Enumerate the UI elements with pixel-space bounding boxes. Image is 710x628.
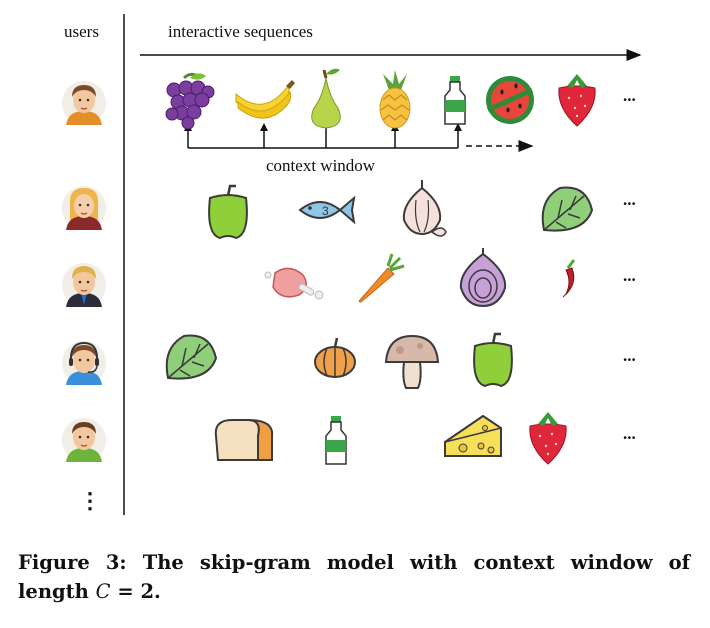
grapes-icon — [165, 72, 215, 130]
mushroom-icon — [384, 334, 440, 389]
chili-icon — [562, 259, 576, 298]
lettuce-leaf-icon — [165, 334, 218, 380]
watermelon-icon — [486, 76, 534, 124]
user-avatar-4 — [62, 341, 106, 385]
interactive-sequences-label: interactive sequences — [168, 22, 313, 41]
more-users-ellipsis: ⋮ — [79, 488, 101, 513]
caption-math-var: C — [95, 580, 111, 603]
meat-icon — [264, 267, 324, 300]
pear-icon — [311, 68, 341, 129]
lettuce-leaf-icon — [541, 186, 594, 232]
row-1-ellipsis: ... — [623, 86, 636, 105]
garlic-icon — [402, 180, 447, 237]
caption-text: Figure 3: The skip-gram model with conte… — [18, 551, 690, 603]
skip-gram-diagram: 3 — [61, 14, 642, 515]
strawberry-icon — [529, 412, 567, 465]
user-avatar-1 — [61, 80, 107, 126]
user-avatar-5 — [62, 418, 106, 462]
cheese-icon — [444, 414, 502, 457]
milk-bottle-icon — [444, 76, 466, 125]
banana-icon — [235, 80, 295, 119]
user-avatar-3 — [62, 263, 106, 307]
figure-caption: Figure 3: The skip-gram model with conte… — [18, 548, 690, 606]
onion-icon — [459, 248, 507, 308]
row-4-ellipsis: ... — [623, 346, 636, 365]
caption-math-rest: = 2. — [110, 580, 161, 603]
strawberry-icon — [558, 74, 596, 127]
bread-icon — [214, 419, 274, 461]
svg-text:3: 3 — [322, 204, 329, 218]
users-label: users — [64, 22, 99, 41]
row-5-ellipsis: ... — [623, 424, 636, 443]
carrot-icon — [358, 253, 405, 303]
user-avatar-2 — [62, 186, 106, 230]
row-2-ellipsis: ... — [623, 190, 636, 209]
fish-icon: 3 — [298, 195, 356, 225]
row-3-ellipsis: ... — [623, 266, 636, 285]
bell-pepper-icon — [208, 184, 248, 240]
context-window-label: context window — [266, 156, 376, 175]
milk-bottle-icon — [325, 416, 347, 465]
pineapple-icon — [379, 70, 411, 129]
pumpkin-icon — [314, 337, 356, 378]
bell-pepper-icon — [473, 332, 513, 388]
